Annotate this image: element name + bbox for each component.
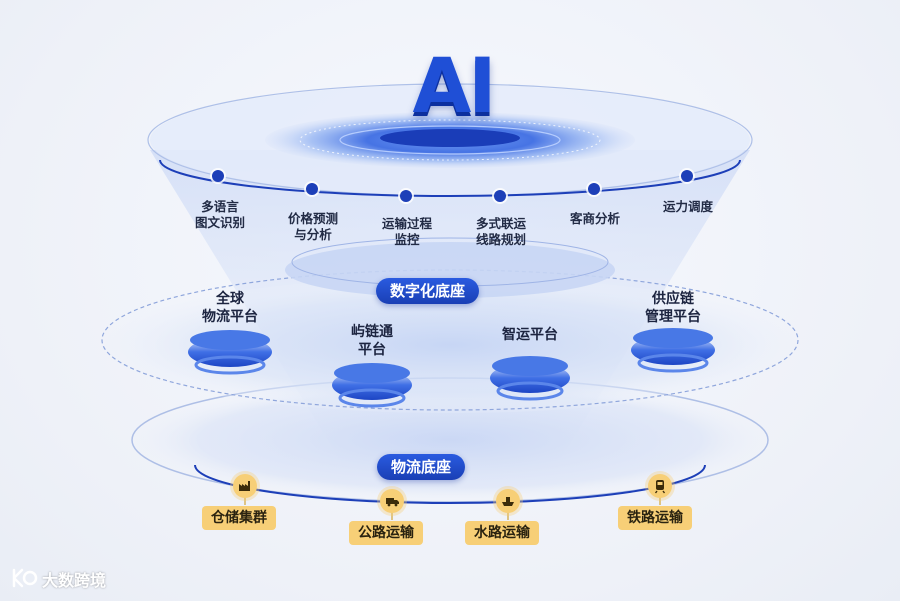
- capability-label-transport-monitoring: 运输过程 监控: [381, 216, 432, 247]
- tag-rail-transport: 铁路运输: [618, 506, 692, 530]
- capability-dot: [400, 190, 412, 202]
- platform-label-global-logistics: 全球 物流平台: [202, 291, 258, 325]
- capability-dot: [494, 190, 506, 202]
- factory-icon: [233, 474, 257, 498]
- ship-icon: [496, 489, 520, 513]
- capability-label-capacity-dispatch: 运力调度: [662, 199, 713, 214]
- watermark-text: 大数跨境: [42, 571, 107, 590]
- digital-base-pill: 数字化底座: [376, 278, 480, 304]
- tag-road-transport: 公路运输: [349, 521, 423, 545]
- platform-bowl: [631, 328, 715, 373]
- capability-label-merchant-analysis: 客商分析: [569, 211, 620, 226]
- platform-bowl: [332, 363, 412, 408]
- platform-label-supply-chain: 供应链 管理平台: [645, 291, 701, 325]
- ai-title: AI: [412, 41, 496, 130]
- capability-dot: [306, 183, 318, 195]
- tag-warehouse: 仓储集群: [202, 506, 276, 530]
- capability-label-ocr: 多语言 图文识别: [194, 199, 245, 230]
- capability-dot: [681, 170, 693, 182]
- platform-label-yulian: 屿链通 平台: [351, 324, 393, 358]
- capability-dot: [588, 183, 600, 195]
- platform-label-zhiyun: 智运平台: [502, 327, 558, 343]
- logistics-base-pill: 物流底座: [377, 454, 466, 480]
- platform-bowl: [188, 330, 272, 375]
- train-icon: [648, 474, 672, 498]
- truck-icon: [380, 489, 404, 513]
- capability-label-route-planning: 多式联运 线路规划: [475, 216, 526, 247]
- tag-water-transport: 水路运输: [465, 521, 539, 545]
- platform-bowl: [490, 356, 570, 401]
- capability-dot: [212, 170, 224, 182]
- capability-label-price-forecast: 价格预测 与分析: [287, 211, 338, 242]
- watermark-logo-icon: [12, 568, 38, 588]
